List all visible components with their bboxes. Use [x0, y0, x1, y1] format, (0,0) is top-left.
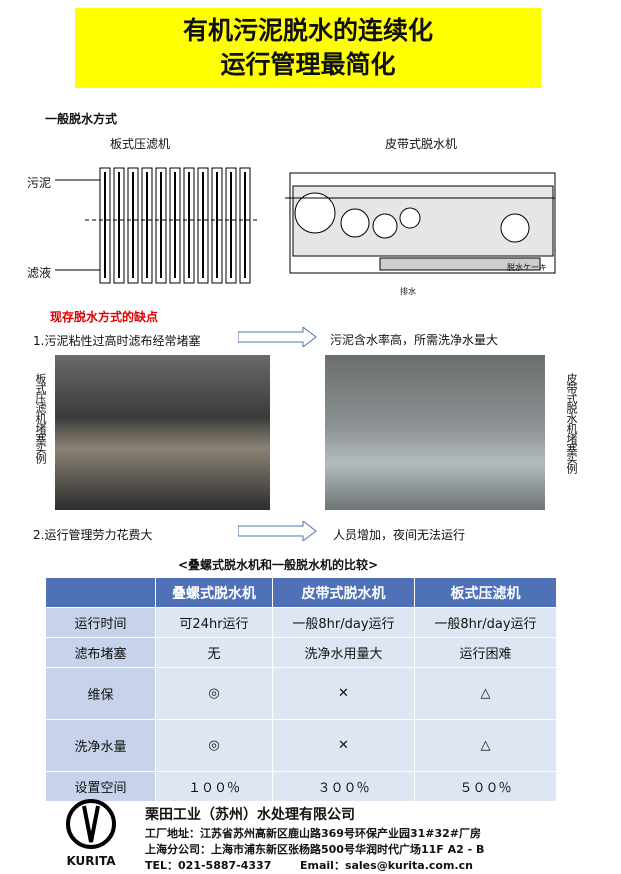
company-name: 栗田工业（苏州）水处理有限公司 — [145, 807, 355, 823]
plate-clog-photo — [55, 355, 270, 510]
table-cell: △ — [413, 719, 558, 772]
logo-text: KURITA — [66, 854, 116, 868]
belt-press-label: 皮带式脱水机 — [385, 137, 458, 151]
table-cell: ５００％ — [413, 771, 558, 802]
plate-clog-caption: 板式压滤机堵塞实例 — [34, 373, 47, 463]
comparison-table: 叠螺式脱水机皮带式脱水机板式压滤机 运行时间可24hr运行一般8hr/day运行… — [45, 577, 558, 802]
filtrate-label: 滤液 — [27, 266, 52, 280]
general-heading: 一般脱水方式 — [45, 112, 118, 126]
table-cell: １００％ — [155, 771, 273, 802]
plate-press-label: 板式压滤机 — [110, 137, 171, 151]
defect-2-result: 人员增加，夜间无法运行 — [333, 528, 466, 542]
table-cell: ３００％ — [272, 771, 415, 802]
table-row: 滤布堵塞无洗净水用量大运行困难 — [45, 637, 558, 668]
filter-plate — [197, 167, 209, 284]
factory-address: 工厂地址：江苏省苏州高新区鹿山路369号环保产业园31#32#厂房 — [145, 827, 482, 840]
filter-plate — [183, 167, 195, 284]
table-cell: ◎ — [155, 719, 273, 772]
defects-heading: 现存脱水方式的缺点 — [50, 310, 159, 324]
belt-clog-photo — [325, 355, 545, 510]
belt-press-diagram — [285, 172, 556, 274]
defect-2: 2.运行管理劳力花费大 — [33, 528, 153, 542]
row-label: 洗净水量 — [45, 719, 156, 772]
table-cell: 一般8hr/day运行 — [413, 607, 558, 638]
defect-1-result: 污泥含水率高，所需洗净水量大 — [330, 333, 499, 347]
row-label: 运行时间 — [45, 607, 156, 638]
table-cell: ◎ — [155, 667, 273, 720]
table-cell: 运行困难 — [413, 637, 558, 668]
title-line-2: 运行管理最简化 — [220, 50, 396, 79]
tel: TEL：021-5887-4337 — [145, 859, 272, 872]
row-label: 滤布堵塞 — [45, 637, 156, 668]
filter-plate — [155, 167, 167, 284]
row-label: 设置空间 — [45, 771, 156, 802]
plate-press-diagram — [55, 167, 260, 284]
filter-plate — [99, 167, 111, 284]
table-cell: 一般8hr/day运行 — [272, 607, 415, 638]
table-header: 板式压滤机 — [413, 577, 558, 608]
table-header: 叠螺式脱水机 — [155, 577, 273, 608]
filter-plate — [127, 167, 139, 284]
table-cell: △ — [413, 667, 558, 720]
title-line-1: 有机污泥脱水的连续化 — [182, 16, 433, 45]
filter-plate — [113, 167, 125, 284]
defect-1: 1.污泥粘性过高时滤布经常堵塞 — [33, 334, 201, 348]
kurita-logo: KURITA — [60, 798, 122, 868]
table-cell: 无 — [155, 637, 273, 668]
title-banner: 有机污泥脱水的连续化 运行管理最简化 — [75, 8, 541, 88]
table-cell: 可24hr运行 — [155, 607, 273, 638]
arrow-icon-2 — [238, 521, 317, 541]
table-row: 维保◎✕△ — [45, 667, 558, 720]
table-header: 皮带式脱水机 — [272, 577, 415, 608]
table-header — [45, 577, 156, 608]
filter-plate — [169, 167, 181, 284]
drain-label: 排水 — [400, 287, 416, 296]
email: Email：sales@kurita.com.cn — [300, 859, 473, 872]
filter-plate — [211, 167, 223, 284]
filter-plate — [141, 167, 153, 284]
shanghai-address: 上海分公司：上海市浦东新区张杨路500号华润时代广场11F A2 - B — [145, 843, 485, 856]
arrow-icon — [238, 327, 317, 347]
table-row: 洗净水量◎✕△ — [45, 719, 558, 772]
cake-label: 脱水ケーキ — [507, 263, 547, 272]
table-cell: ✕ — [272, 667, 415, 720]
filter-plate — [239, 167, 251, 284]
table-cell: 洗净水用量大 — [272, 637, 415, 668]
comparison-title: <叠螺式脱水机和一般脱水机的比较> — [178, 558, 379, 572]
row-label: 维保 — [45, 667, 156, 720]
belt-clog-caption: 皮带式脱水机堵塞实例 — [565, 373, 578, 473]
sludge-label: 污泥 — [27, 176, 52, 190]
table-row: 运行时间可24hr运行一般8hr/day运行一般8hr/day运行 — [45, 607, 558, 638]
table-cell: ✕ — [272, 719, 415, 772]
filter-plate — [225, 167, 237, 284]
